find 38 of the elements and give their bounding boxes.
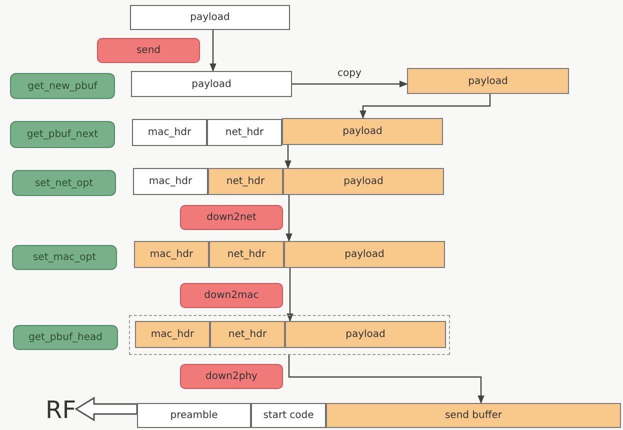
buffer-field: send buffer — [326, 403, 621, 428]
buffer-field: payload — [130, 5, 290, 30]
operation-box: down2mac — [180, 283, 283, 308]
buffer-field: net_hdr — [209, 241, 284, 268]
buffer-field: preamble — [137, 403, 251, 428]
arrow — [360, 94, 491, 119]
buffer-field: mac_hdr — [134, 241, 209, 268]
buffer-field: payload — [285, 321, 446, 348]
edge-label: copy — [336, 68, 364, 79]
hollow-arrow — [74, 396, 138, 422]
arrow — [286, 195, 292, 242]
buffer-field: start code — [251, 403, 326, 428]
buffer-field: payload — [282, 118, 443, 145]
rf-label: RF — [36, 395, 76, 425]
arrow — [288, 355, 484, 404]
arrow — [292, 80, 408, 88]
buffer-field: payload — [284, 241, 445, 268]
arrow — [286, 268, 294, 322]
buffer-field: net_hdr — [208, 168, 283, 195]
function-box: get_pbuf_head — [13, 325, 118, 350]
function-box: get_new_pbuf — [10, 73, 115, 99]
buffer-field: payload — [407, 68, 569, 94]
buffer-field: net_hdr — [207, 119, 282, 146]
buffer-field: payload — [131, 71, 292, 97]
buffer-field: mac_hdr — [133, 168, 208, 195]
function-box: set_mac_opt — [12, 245, 117, 270]
buffer-field: mac_hdr — [132, 119, 207, 146]
buffer-field: mac_hdr — [135, 321, 210, 348]
buffer-field: payload — [283, 168, 444, 195]
dotted-frame — [129, 315, 450, 355]
arrow — [210, 30, 216, 72]
function-box: set_net_opt — [12, 170, 116, 196]
operation-box: down2net — [180, 205, 283, 230]
operation-box: down2phy — [180, 364, 283, 389]
operation-box: send — [97, 38, 200, 63]
arrow — [284, 145, 292, 169]
function-box: get_pbuf_next — [10, 121, 115, 148]
buffer-field: net_hdr — [210, 321, 285, 348]
